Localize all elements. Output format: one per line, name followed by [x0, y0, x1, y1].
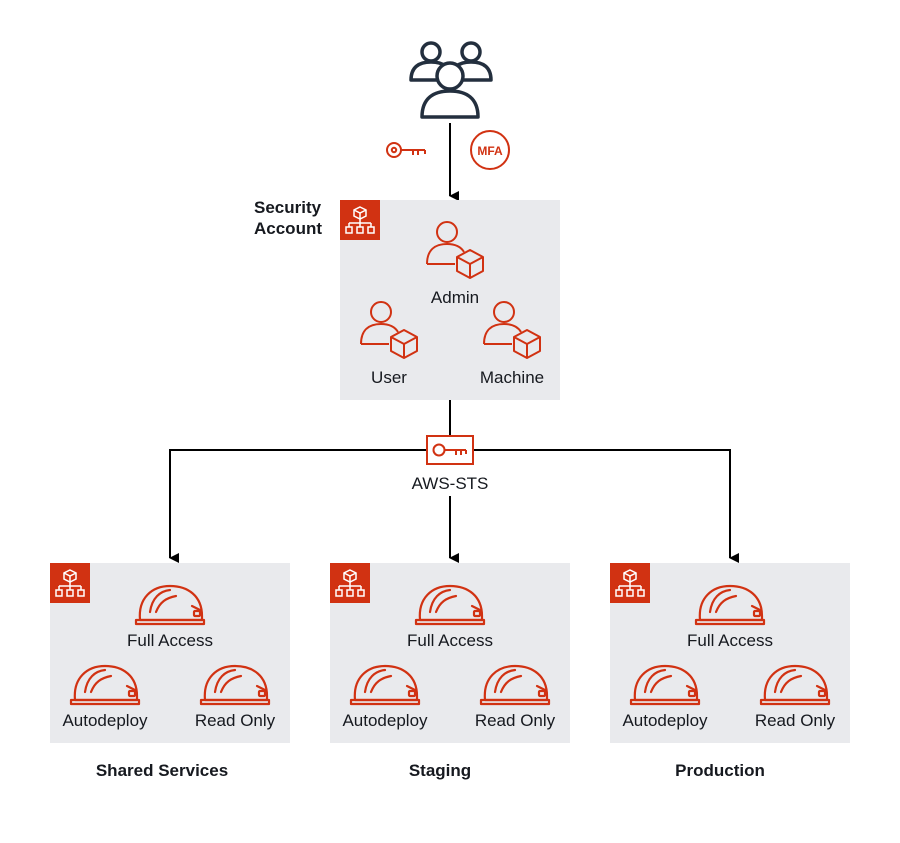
full-access-label: Full Access — [407, 631, 493, 650]
full-access-role-icon — [134, 582, 206, 631]
full-access-label: Full Access — [687, 631, 773, 650]
machine-iam-icon — [483, 301, 541, 359]
organization-account-icon — [610, 563, 650, 603]
account-box — [50, 563, 290, 743]
organization-account-icon — [330, 563, 370, 603]
full-access-role-icon — [694, 582, 766, 631]
user-label: User — [371, 368, 407, 387]
autodeploy-role-icon — [629, 662, 701, 711]
account-title-staging: Staging — [408, 761, 472, 780]
admin-label: Admin — [430, 288, 480, 307]
organization-account-icon — [50, 563, 90, 603]
security-title-line2: Account — [254, 219, 322, 238]
autodeploy-label: Autodeploy — [342, 711, 428, 730]
autodeploy-role-icon — [349, 662, 421, 711]
user-iam-icon — [360, 301, 418, 359]
read-only-role-icon — [199, 662, 271, 711]
key-icon — [386, 142, 426, 158]
sts-to-shared-arrow — [169, 449, 430, 563]
security-title-line1: Security — [254, 198, 322, 217]
read-only-label: Read Only — [474, 711, 556, 730]
account-title-production: Production — [675, 761, 765, 780]
mfa-text: MFA — [477, 144, 503, 158]
security-account-icon — [340, 200, 380, 240]
read-only-role-icon — [479, 662, 551, 711]
sts-to-production-arrow — [470, 449, 739, 563]
account-box — [330, 563, 570, 743]
mfa-token-icon: MFA — [470, 130, 510, 170]
account-box — [610, 563, 850, 743]
machine-label: Machine — [479, 368, 545, 387]
autodeploy-role-icon — [69, 662, 141, 711]
aws-sts-icon — [426, 435, 474, 465]
security-account-title: Security Account — [254, 197, 322, 239]
autodeploy-label: Autodeploy — [622, 711, 708, 730]
read-only-role-icon — [759, 662, 831, 711]
autodeploy-label: Autodeploy — [62, 711, 148, 730]
account-title-shared-services: Shared Services — [95, 761, 229, 780]
users-group-icon — [409, 41, 493, 119]
read-only-label: Read Only — [194, 711, 276, 730]
full-access-label: Full Access — [127, 631, 213, 650]
admin-user-icon — [426, 221, 484, 279]
full-access-role-icon — [414, 582, 486, 631]
read-only-label: Read Only — [754, 711, 836, 730]
sts-label: AWS-STS — [390, 474, 510, 494]
